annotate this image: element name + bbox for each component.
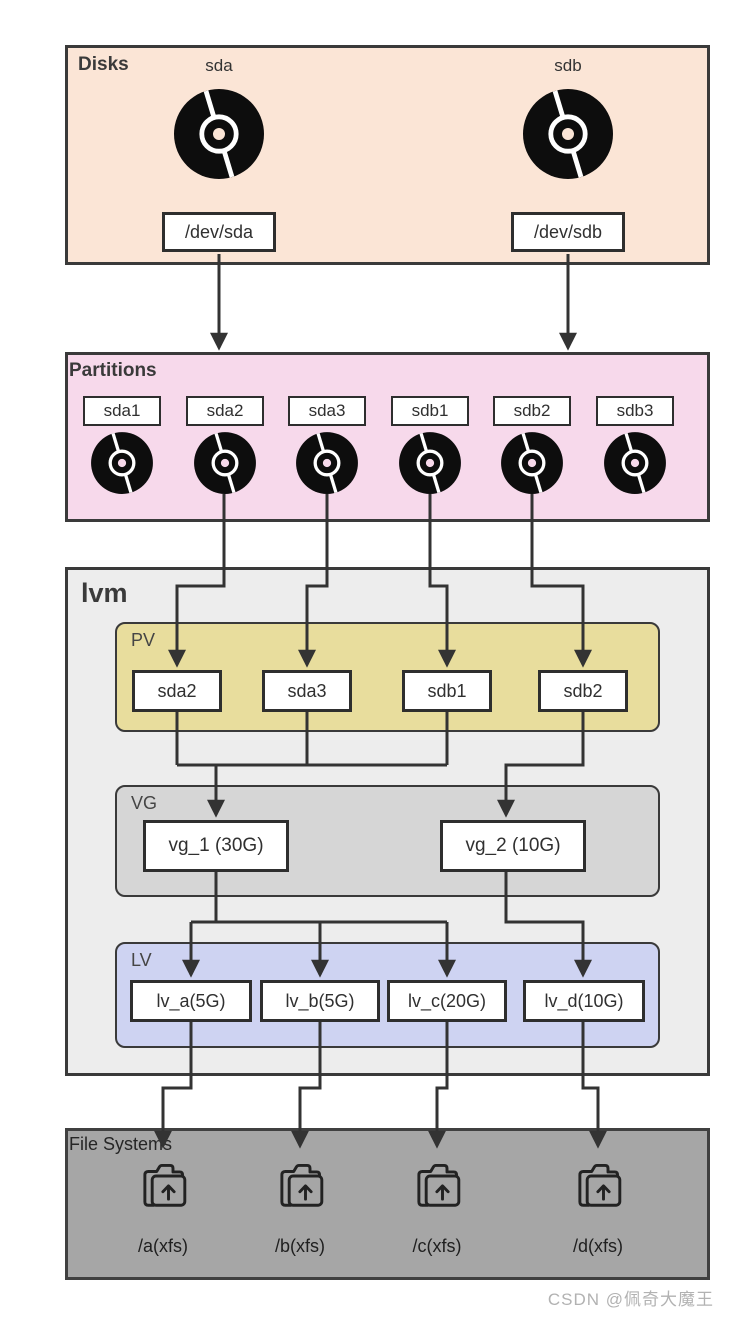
mountpoint-label: /d(xfs) — [572, 1236, 623, 1256]
folder-upload-icon — [137, 1160, 191, 1210]
disk-icon — [397, 430, 463, 496]
partition-label: sdb2 — [493, 396, 571, 426]
device-label: /dev/sdb — [511, 212, 625, 252]
partition-label: sda1 — [83, 396, 161, 426]
pv-item: sdb1 — [402, 670, 492, 712]
disk-icon — [499, 430, 565, 496]
lv-item: lv_a(5G) — [130, 980, 252, 1022]
lvm-title: lvm — [81, 578, 128, 608]
partition-label: sdb3 — [596, 396, 674, 426]
disk-icon — [171, 86, 267, 182]
disk-caption: sda — [205, 56, 233, 75]
lv-item: lv_d(10G) — [523, 980, 645, 1022]
disk-icon — [520, 86, 616, 182]
partition-label: sda2 — [186, 396, 264, 426]
partition-label: sda3 — [288, 396, 366, 426]
partitions-section — [65, 352, 710, 522]
lv-item: lv_c(20G) — [387, 980, 507, 1022]
mountpoint-label: /b(xfs) — [274, 1236, 325, 1256]
disk-icon — [602, 430, 668, 496]
partitions-title: Partitions — [69, 360, 157, 381]
pv-item: sdb2 — [538, 670, 628, 712]
disks-title: Disks — [78, 54, 129, 75]
pv-title: PV — [131, 630, 156, 650]
lv-title: LV — [131, 950, 152, 970]
folder-upload-icon — [274, 1160, 328, 1210]
filesystems-title: File Systems — [69, 1134, 173, 1154]
pv-item: sda2 — [132, 670, 222, 712]
lv-item: lv_b(5G) — [260, 980, 380, 1022]
disk-caption: sdb — [554, 56, 582, 75]
disk-icon — [294, 430, 360, 496]
vg-item: vg_1 (30G) — [143, 820, 289, 872]
device-label: /dev/sda — [162, 212, 276, 252]
vg-item: vg_2 (10G) — [440, 820, 586, 872]
vg-title: VG — [131, 793, 158, 813]
mountpoint-label: /a(xfs) — [137, 1236, 188, 1256]
pv-item: sda3 — [262, 670, 352, 712]
folder-upload-icon — [411, 1160, 465, 1210]
disk-icon — [192, 430, 258, 496]
folder-upload-icon — [572, 1160, 626, 1210]
mountpoint-label: /c(xfs) — [412, 1236, 462, 1256]
partition-label: sdb1 — [391, 396, 469, 426]
disk-icon — [89, 430, 155, 496]
watermark: CSDN @佩奇大魔王 — [547, 1290, 714, 1309]
